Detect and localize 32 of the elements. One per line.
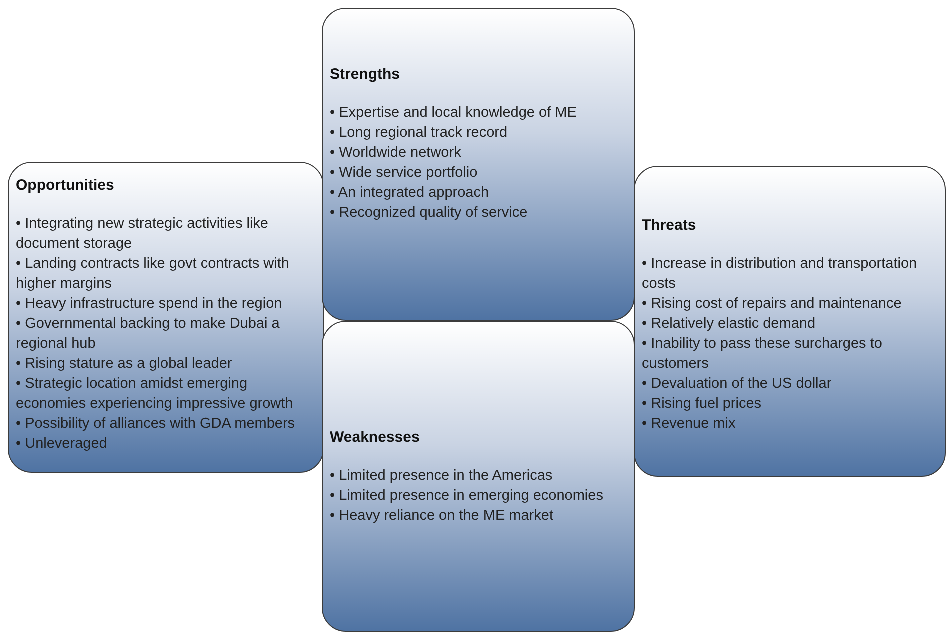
- bullet-item: • Unleveraged: [16, 435, 108, 454]
- bullet-item: • Heavy reliance on the ME market: [330, 507, 554, 526]
- bullet-item: • Limited presence in the Americas: [330, 467, 554, 486]
- panel-heading: Strengths: [330, 66, 402, 83]
- panel-heading: Weaknesses: [330, 429, 421, 446]
- bullet-item: • Wide service portfolio: [330, 164, 479, 183]
- swot-panel: [634, 166, 946, 477]
- swot-panel: [8, 162, 324, 473]
- bullet-item: • Rising stature as a global leader: [16, 355, 234, 374]
- bullet-item: • Landing contracts like govt contracts with higher margins: [16, 255, 290, 294]
- panel-heading: Opportunities: [16, 177, 116, 194]
- bullet-item: • Recognized quality of service: [330, 204, 529, 223]
- bullet-item: • Devaluation of the US dollar: [642, 375, 833, 394]
- swot-panel: [322, 321, 635, 632]
- swot-panel: [322, 8, 635, 321]
- bullet-item: • Rising cost of repairs and maintenance: [642, 295, 903, 314]
- bullet-item: • Rising fuel prices: [642, 395, 763, 414]
- bullet-item: • Revenue mix: [642, 415, 737, 434]
- bullet-item: • Long regional track record: [330, 124, 509, 143]
- bullet-item: • Integrating new strategic activities like document storage: [16, 215, 270, 254]
- bullet-item: • An integrated approach: [330, 184, 490, 203]
- bullet-item: • Strategic location amidst emerging economies experiencing impressive growth: [16, 375, 294, 414]
- bullet-item: • Relatively elastic demand: [642, 315, 817, 334]
- bullet-item: • Expertise and local knowledge of ME: [330, 104, 578, 123]
- bullet-item: • Heavy infrastructure spend in the region: [16, 295, 284, 314]
- panel-heading: Threats: [642, 217, 698, 234]
- bullet-item: • Limited presence in emerging economies: [330, 487, 604, 506]
- bullet-item: • Possibility of alliances with GDA members: [16, 415, 296, 434]
- bullet-item: • Worldwide network: [330, 144, 462, 163]
- bullet-item: • Inability to pass these surcharges to customers: [642, 335, 884, 374]
- bullet-item: • Increase in distribution and transportation costs: [642, 255, 918, 294]
- bullet-item: • Governmental backing to make Dubai a regional hub: [16, 315, 281, 354]
